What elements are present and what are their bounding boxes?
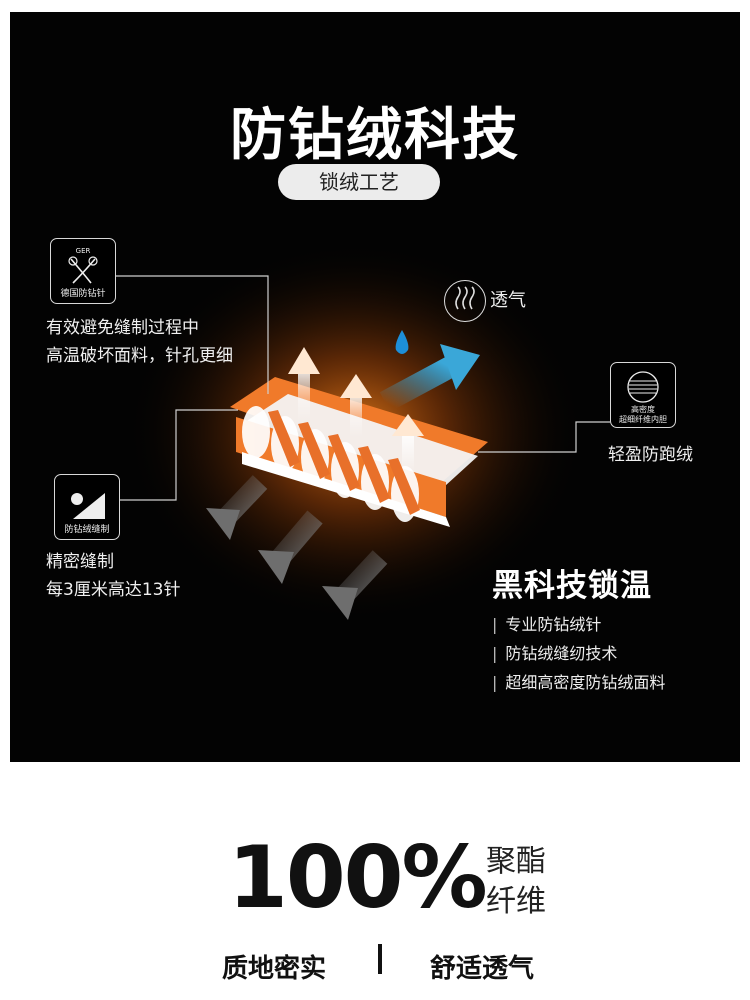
fabric-callout-box: 高密度 超细纤维内胆 xyxy=(610,362,676,428)
page-title: 防钻绒科技 xyxy=(230,103,520,168)
stitch-icon-label: 防钻绒缝制 xyxy=(64,525,110,535)
feature-item-text: 防钻绒缝纫技术 xyxy=(505,644,618,663)
needle-desc: 有效避免缝制过程中 高温破坏面料，针孔更细 xyxy=(46,314,233,370)
feature-list: |专业防钻绒针 |防钻绒缝纫技术 |超细高密度防钻绒面料 xyxy=(492,610,665,697)
needle-callout-box: GER 德国防钻针 xyxy=(50,238,116,304)
fabric-icon xyxy=(627,371,659,403)
stitch-icon xyxy=(71,493,105,519)
breath-label: 透气 xyxy=(490,290,526,311)
stitch-desc: 精密缝制 每3厘米高达13针 xyxy=(46,548,180,604)
svg-text:GER: GER xyxy=(76,247,91,255)
material-line2: 纤维 xyxy=(486,884,546,919)
divider xyxy=(378,944,382,974)
feature-item-text: 超细高密度防钻绒面料 xyxy=(505,673,666,692)
needle-icon: GER xyxy=(68,247,98,284)
fabric-icon-label-l2: 超细纤维内胆 xyxy=(619,415,667,424)
needle-desc-line2: 高温破坏面料，针孔更细 xyxy=(46,346,233,366)
stitch-desc-line2: 每3厘米高达13针 xyxy=(46,580,181,600)
stitch-callout-box: 防钻绒缝制 xyxy=(54,474,120,540)
material-line1: 聚酯 xyxy=(486,844,546,879)
needle-icon-label: 德国防钻针 xyxy=(60,289,106,299)
fabric-desc: 轻盈防跑绒 xyxy=(608,445,693,465)
breathable-comfort-label: 舒适透气 xyxy=(430,954,535,984)
stitch-desc-line1: 精密缝制 xyxy=(46,552,114,572)
breath-icon xyxy=(444,280,486,322)
percent-value: 100% xyxy=(228,828,488,928)
fabric-icon-label-l1: 高密度 xyxy=(631,405,655,414)
water-drop-icon xyxy=(395,330,409,354)
feature-item: |防钻绒缝纫技术 xyxy=(492,644,618,663)
feature-item-text: 专业防钻绒针 xyxy=(505,615,602,634)
feature-item: |超细高密度防钻绒面料 xyxy=(492,673,666,692)
dense-texture-label: 质地密实 xyxy=(222,954,327,984)
down-fabric-illustration xyxy=(116,242,610,622)
feature-title: 黑科技锁温 xyxy=(492,568,652,604)
material-label: 聚酯 纤维 xyxy=(486,842,546,922)
craft-pill: 锁绒工艺 xyxy=(278,164,440,200)
feature-item: |专业防钻绒针 xyxy=(492,615,602,634)
tech-panel: 防钻绒科技 锁绒工艺 GER 德国防钻针 有效避免缝制过程中 高温破坏面料，针孔… xyxy=(10,12,740,762)
needle-desc-line1: 有效避免缝制过程中 xyxy=(46,318,199,338)
